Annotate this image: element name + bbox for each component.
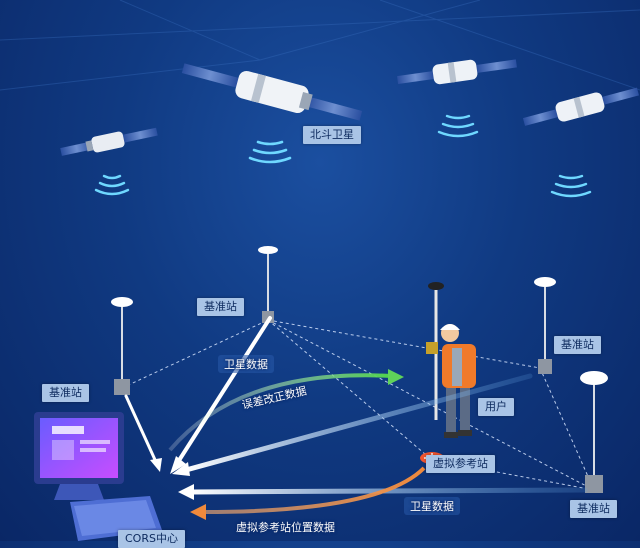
satellite-data-label-2: 卫星数据	[404, 497, 460, 515]
virtual-position-data-label: 虚拟参考站位置数据	[236, 521, 335, 534]
signal-wave-icon	[94, 114, 592, 198]
base-station-label-bottom-right: 基准站	[570, 500, 617, 518]
satellite-icon	[181, 63, 363, 121]
base-station-icon	[258, 246, 278, 323]
data-arrows	[124, 316, 588, 500]
beidou-label: 北斗卫星	[303, 126, 361, 144]
satellite-data-label-1: 卫星数据	[218, 355, 274, 373]
correction-arrow	[168, 369, 404, 452]
base-station-label-left: 基准站	[42, 384, 89, 402]
base-station-icon	[534, 277, 556, 374]
surveyor-icon	[426, 282, 476, 438]
background-lines	[0, 0, 640, 91]
virtual-station-label: 虚拟参考站	[426, 455, 495, 473]
user-label: 用户	[478, 398, 514, 416]
computer-icon	[34, 412, 162, 541]
base-station-icon	[111, 297, 133, 395]
cors-label: CORS中心	[118, 530, 185, 548]
virtual-position-arrow	[190, 466, 426, 520]
satellite-icon	[522, 87, 639, 126]
base-station-label-top: 基准站	[197, 298, 244, 316]
base-station-icon	[580, 371, 608, 493]
network-links	[121, 319, 595, 491]
satellite-icon	[60, 127, 158, 156]
base-station-label-right: 基准站	[554, 336, 601, 354]
satellite-icon	[397, 59, 517, 85]
